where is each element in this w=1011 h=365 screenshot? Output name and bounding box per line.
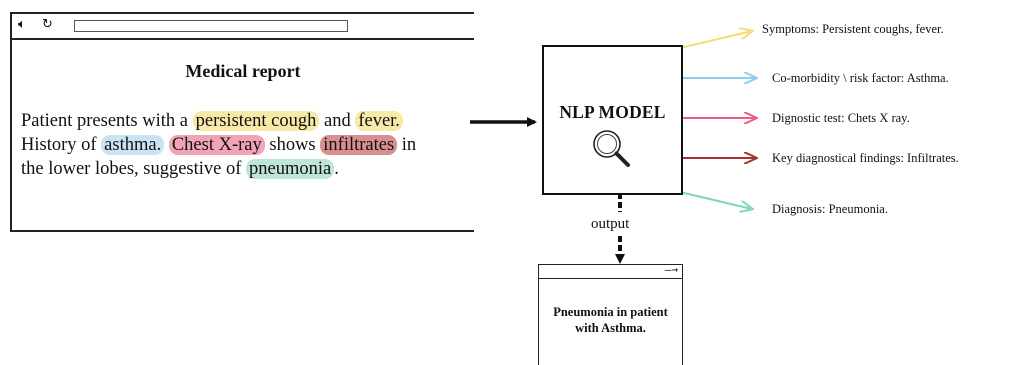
address-bar[interactable] [74,20,348,32]
output-line-1: Pneumonia in patient [553,305,668,319]
label-diagnostic-test: Dignostic test: Chets X ray. [772,111,910,125]
report-text-span: in [397,135,417,155]
highlight-comorbidity: asthma. [101,135,165,155]
output-result: Pneumonia in patient with Asthma. [539,304,682,336]
minimize-icon[interactable]: —→ [664,263,678,276]
label-symptoms: Symptoms: Persistent coughs, fever. [762,22,944,36]
highlight-symptom-fever: fever. [355,111,403,131]
highlight-test: Chest X-ray [168,135,265,155]
label-diagnosis: Diagnosis: Pneumonia. [772,202,888,216]
label-findings: Key diagnostical findings: Infiltrates. [772,151,959,165]
label-comorbidity: Co-morbidity \ risk factor: Asthma. [772,71,949,85]
output-label: output [591,216,630,232]
report-window: 🔈︎ ↻ Medical report Patient presents wit… [10,12,474,232]
report-title: Medical report [185,61,301,81]
highlight-symptom-cough: persistent cough [192,111,320,131]
output-line-2: with Asthma. [575,321,646,335]
output-window: —→ Pneumonia in patient with Asthma. [538,263,683,365]
report-text-span: Patient presents with a [21,111,193,131]
report-text-span: and [319,111,356,131]
output-window-titlebar: —→ [539,263,682,279]
refresh-icon[interactable]: ↻ [42,17,53,32]
model-name: NLP MODEL [559,102,666,122]
speaker-icon[interactable]: 🔈︎ [18,17,26,32]
highlight-finding: infiltrates [320,135,398,155]
report-text-span: the lower lobes, suggestive of [21,159,247,179]
browser-toolbar: 🔈︎ ↻ [12,14,474,40]
magnifier-icon [593,130,630,167]
report-text-span: . [334,159,339,179]
highlight-diagnosis: pneumonia [246,159,335,179]
report-text-span: History of [21,135,102,155]
arrow-symptoms [679,31,752,49]
report-text: Patient presents with a persistent cough… [21,109,473,181]
nlp-model-box: NLP MODEL [542,45,683,195]
report-text-span: shows [264,135,321,155]
arrow-diagnosis [679,191,752,209]
